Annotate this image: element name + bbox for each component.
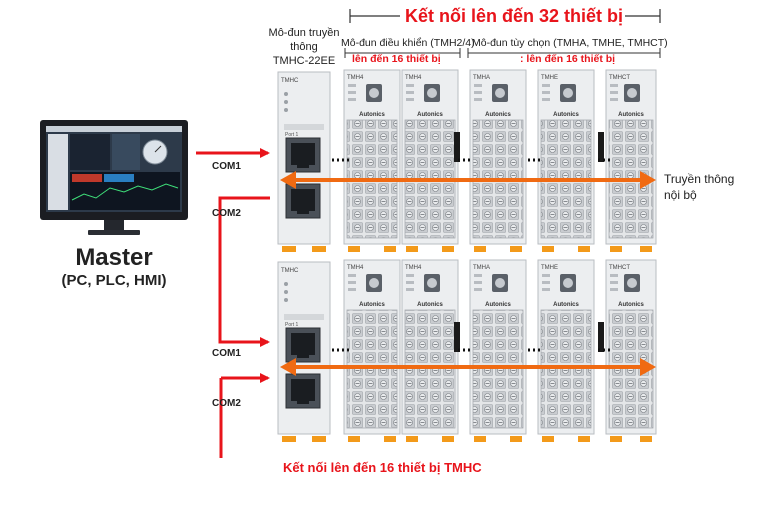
module-model-text: TMHCT [609,265,630,271]
comm-module: TMHC Port 1 [277,261,331,442]
rotary-switch-icon [366,84,382,102]
brand-text: Autonics [417,302,443,308]
port-text: Port 1 [285,132,299,138]
comm-module-label-1: Mô-đun truyền [268,27,340,39]
comm-module-label-2: thông [290,41,318,53]
brand-text: Autonics [359,302,385,308]
port-label-com2-bottom: COM2 [212,398,241,409]
com-wiring [196,148,270,458]
option-module-label: Mô-đun tùy chọn (TMHA, TMHE, TMHCT) [472,37,668,49]
module-model-text: TMHC [281,78,299,84]
footer-label: Kết nối lên đến 16 thiết bị TMHC [283,460,482,475]
internal-comm-label-2: nội bộ [664,188,697,202]
brand-text: Autonics [553,302,579,308]
rotary-switch-icon [424,274,440,292]
double-arrow-icon [280,171,656,376]
internal-comm-label-1: Truyền thông [664,172,735,186]
option-module-tmhe: TMHE Autonics [537,69,595,252]
top-bracket [344,9,661,58]
module-model-text: TMH4 [405,75,422,81]
module-model-text: TMHE [541,265,558,271]
master-title: Master [75,244,153,271]
option-limit-label: : lên đến 16 thiết bị [520,53,616,65]
port-label-com1-top: COM1 [212,161,241,172]
comm-module: TMHC Port 1 [277,71,331,252]
option-module-tmha: TMHA Autonics [469,69,527,252]
rotary-switch-icon [492,84,508,102]
rotary-switch-icon [560,84,576,102]
brand-text: Autonics [618,302,644,308]
brand-text: Autonics [485,302,511,308]
rotary-switch-icon [624,274,640,292]
header-title: Kết nối lên đến 32 thiết bị [405,6,624,26]
module-model-text: TMHC [281,268,299,274]
module-links [332,158,610,352]
rotary-switch-icon [424,84,440,102]
module-model-text: TMHCT [609,75,630,81]
brand-text: Autonics [417,112,443,118]
port-text: Port 1 [285,322,299,328]
option-module-tmha: TMHA Autonics [469,259,527,442]
option-module-tmhct: TMHCT Autonics [605,259,657,442]
port-label-com2-top: COM2 [212,208,241,219]
port-label-com1-bottom: COM1 [212,348,241,359]
control-limit-label: lên đến 16 thiết bị [352,53,441,65]
ethernet-port-icon [285,183,321,219]
module-model-text: TMH4 [405,265,422,271]
comm-module-model: TMHC-22EE [272,55,336,67]
brand-text: Autonics [618,112,644,118]
module-model-text: TMHA [473,265,490,271]
module-model-text: TMHA [473,75,490,81]
monitor-icon [40,120,188,235]
brand-text: Autonics [359,112,385,118]
module-model-text: TMH4 [347,75,364,81]
ethernet-port-icon [285,373,321,409]
brand-text: Autonics [485,112,511,118]
ethernet-port-icon [285,327,321,363]
module-model-text: TMH4 [347,265,364,271]
ethernet-port-icon [285,137,321,173]
rotary-switch-icon [366,274,382,292]
brand-text: Autonics [553,112,579,118]
rotary-switch-icon [560,274,576,292]
control-module-label: Mô-đun điều khiển (TMH2/4) [341,37,475,49]
option-module-tmhe: TMHE Autonics [537,259,595,442]
master-subtitle: (PC, PLC, HMI) [61,272,167,289]
rotary-switch-icon [624,84,640,102]
rotary-switch-icon [492,274,508,292]
module-model-text: TMHE [541,75,558,81]
option-module-tmhct: TMHCT Autonics [605,69,657,252]
